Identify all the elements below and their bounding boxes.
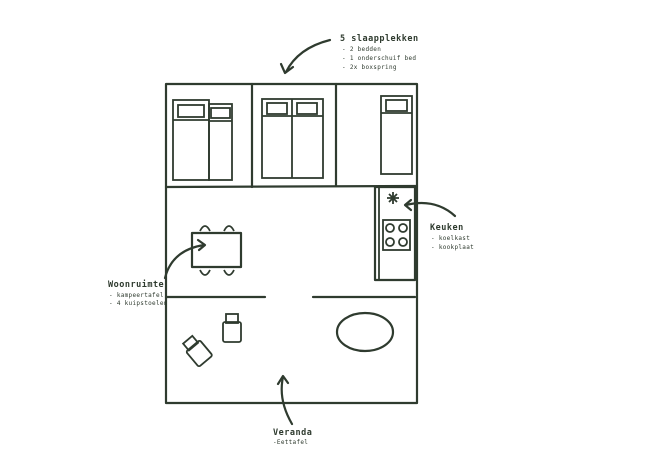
lounge-chair-2: [181, 334, 213, 368]
label-veranda: Veranda -Eettafel: [273, 428, 312, 446]
arrow-kitchen: [403, 198, 457, 218]
fridge-snowflake-icon: [387, 192, 399, 204]
svg-text:- 2x boxspring: - 2x boxspring: [342, 64, 397, 71]
arrow-veranda: [276, 374, 294, 426]
label-living: Woonruimte - kampeertafel - 4 kuipstoele…: [108, 279, 168, 307]
bed-single: [380, 95, 413, 175]
camping-table: [190, 225, 243, 276]
kitchen-unit: [373, 185, 417, 282]
svg-text:- 4 kuipstoelen: - 4 kuipstoelen: [109, 300, 168, 307]
svg-text:Woonruimte: Woonruimte: [108, 279, 164, 290]
svg-text:Keuken: Keuken: [430, 223, 464, 233]
svg-text:- 2 bedden: - 2 bedden: [342, 46, 381, 53]
svg-text:- kookplaat: - kookplaat: [431, 244, 474, 251]
stove-icon: [382, 219, 411, 251]
bed-double-with-trundle: [172, 99, 233, 181]
arrow-sleeping: [279, 38, 332, 75]
svg-text:-Eettafel: -Eettafel: [273, 439, 308, 446]
svg-text:- koelkast: - koelkast: [431, 235, 470, 242]
bed-boxspring-double: [261, 98, 324, 179]
label-sleeping: 5 slaapplekken - 2 bedden - 1 onderschui…: [340, 34, 419, 71]
dining-table: [335, 311, 395, 353]
arrow-living: [163, 238, 207, 280]
svg-text:5 slaapplekken: 5 slaapplekken: [340, 34, 419, 44]
lounge-chair-1: [222, 313, 242, 343]
svg-text:- 1 onderschuif bed: - 1 onderschuif bed: [342, 55, 416, 62]
svg-text:- kampeertafel: - kampeertafel: [109, 292, 164, 299]
svg-text:Veranda: Veranda: [273, 428, 312, 438]
label-kitchen: Keuken - koelkast - kookplaat: [430, 223, 474, 251]
outer-wall: [164, 82, 419, 405]
